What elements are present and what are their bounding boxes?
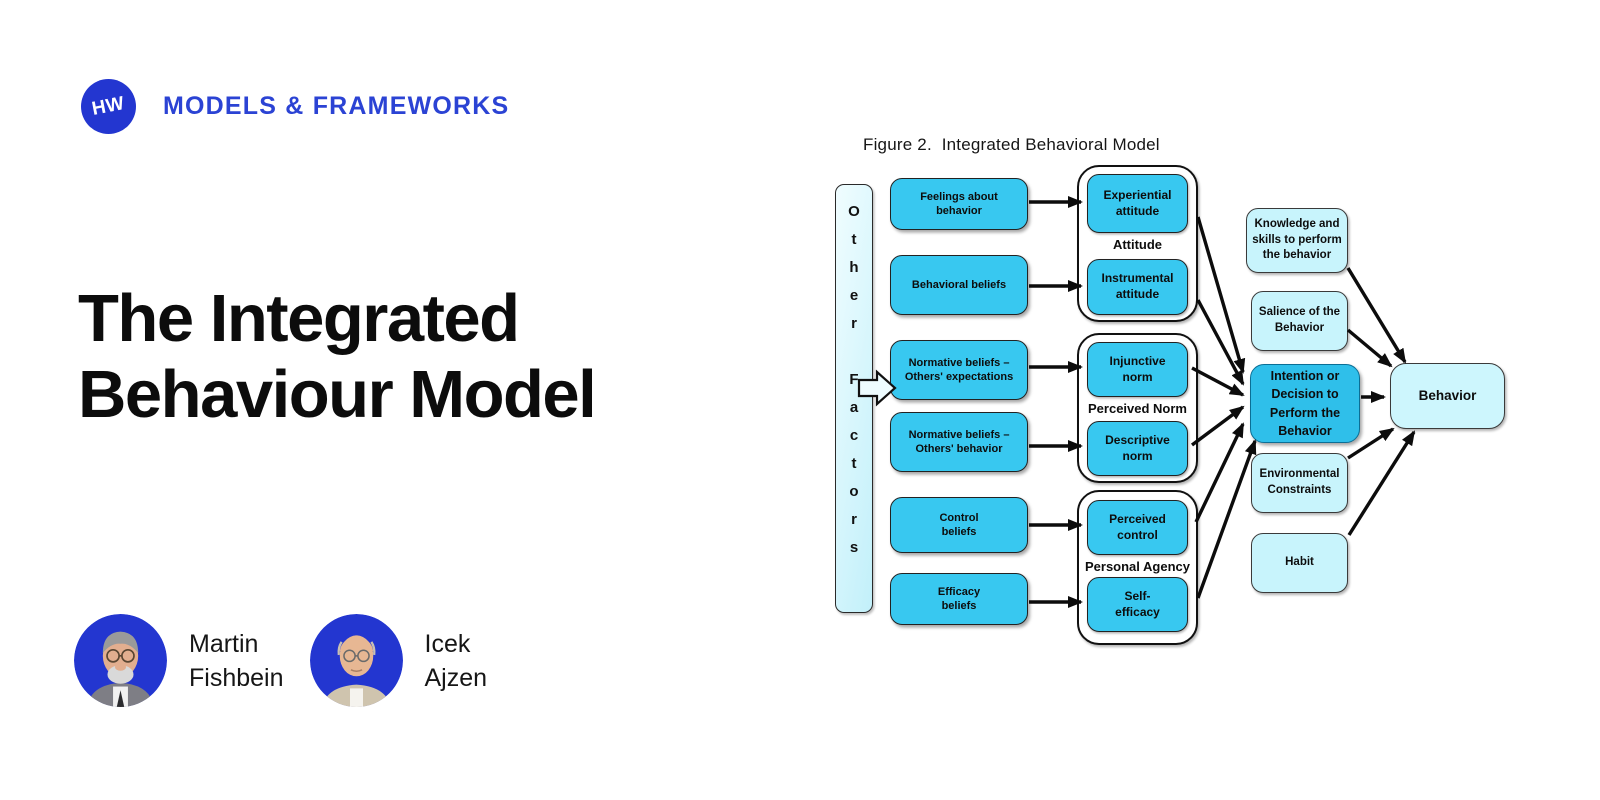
box-environmental-constraints: Environmental Constraints [1251, 453, 1348, 513]
box-self-efficacy: Self- efficacy [1087, 577, 1188, 632]
author-first-name: Martin [189, 629, 259, 658]
author-name: Martin Fishbein [189, 627, 284, 695]
hw-logo-text: HW [90, 92, 127, 120]
attitude-group-label: Attitude [1112, 237, 1163, 252]
personal-agency-group-label: Personal Agency [1084, 559, 1190, 574]
figure-caption: Figure 2. Integrated Behavioral Model [863, 135, 1160, 154]
brand-label: MODELS & FRAMEWORKS [163, 92, 510, 120]
arrow [1346, 328, 1393, 368]
author-icek-ajzen: Icek Ajzen [309, 614, 488, 707]
portrait-icon [74, 614, 167, 707]
box-perceived-control: Perceived control [1087, 500, 1188, 555]
avatar-icek-ajzen [309, 614, 403, 707]
box-injunctive-norm: Injunctive norm [1087, 342, 1188, 397]
box-descriptive-norm: Descriptive norm [1087, 421, 1188, 476]
author-last-name: Fishbein [189, 663, 284, 692]
box-feelings-about-behavior: Feelings about behavior [890, 178, 1028, 230]
box-experiential-attitude: Experiential attitude [1087, 174, 1188, 233]
box-behavioral-beliefs: Behavioral beliefs [890, 255, 1028, 315]
author-martin-fishbein: Martin Fishbein [74, 614, 284, 707]
other-factors-box: Other Factors [835, 184, 873, 613]
brand-header: HW MODELS & FRAMEWORKS [81, 79, 509, 134]
arrow [1347, 430, 1416, 536]
box-efficacy-beliefs: Efficacy beliefs [890, 573, 1028, 625]
arrow [1191, 366, 1245, 397]
title-line-1: The Integrated [78, 281, 520, 356]
arrow [1346, 267, 1407, 364]
ibm-diagram: Figure 2. Integrated Behavioral Model Ot… [815, 135, 1510, 650]
page-title: The Integrated Behaviour Model [78, 281, 597, 433]
arrow [1196, 439, 1257, 599]
box-intention: Intention or Decision to Perform the Beh… [1250, 364, 1360, 443]
portrait-icon [309, 614, 403, 707]
box-behavior: Behavior [1390, 363, 1505, 429]
attitude-group: Experiential attitude Attitude Instrumen… [1077, 165, 1198, 322]
box-control-beliefs: Control beliefs [890, 497, 1028, 553]
box-habit: Habit [1251, 533, 1348, 593]
authors-row: Martin Fishbein Ic [74, 614, 487, 707]
perceived-norm-group-label: Perceived Norm [1088, 401, 1187, 416]
box-knowledge-skills: Knowledge and skills to perform the beha… [1246, 208, 1348, 273]
other-factors-label: Other Factors [845, 203, 863, 567]
arrow [1196, 299, 1245, 386]
arrow [1194, 422, 1245, 523]
avatar-martin-fishbein [74, 614, 167, 707]
box-instrumental-attitude: Instrumental attitude [1087, 259, 1188, 315]
perceived-norm-group: Injunctive norm Perceived Norm Descripti… [1077, 333, 1198, 483]
arrow [1196, 216, 1246, 374]
title-line-2: Behaviour Model [78, 357, 597, 432]
author-name: Icek Ajzen [425, 627, 488, 695]
box-normative-beliefs-behavior: Normative beliefs – Others' behavior [890, 412, 1028, 472]
personal-agency-group: Perceived control Personal Agency Self- … [1077, 490, 1198, 645]
box-normative-beliefs-expectations: Normative beliefs – Others' expectations [890, 340, 1028, 400]
author-first-name: Icek [424, 629, 471, 658]
box-salience: Salience of the Behavior [1251, 291, 1348, 351]
author-last-name: Ajzen [424, 663, 488, 692]
hw-logo-icon: HW [81, 79, 136, 134]
